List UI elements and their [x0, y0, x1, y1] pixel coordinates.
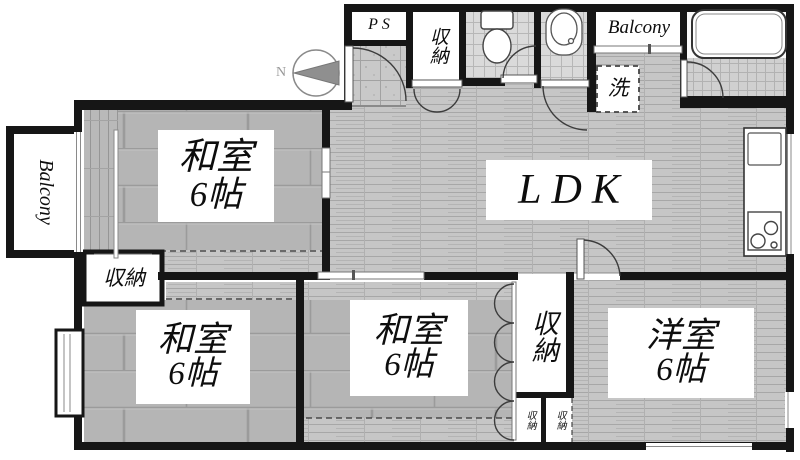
- windows-layer: [54, 44, 794, 450]
- closet-small-left-box: [516, 398, 542, 442]
- wall: [74, 100, 352, 110]
- room-name: 洋室: [645, 316, 716, 356]
- washitsu-sw-strip: [166, 282, 296, 300]
- wall: [74, 442, 794, 450]
- wall: [566, 272, 574, 398]
- ps-box: [354, 8, 408, 42]
- wall: [459, 78, 505, 86]
- wall: [424, 272, 518, 280]
- washbasin-door: [540, 79, 590, 131]
- wall: [6, 250, 78, 258]
- wall: [406, 4, 413, 88]
- closet-folding-doors: [493, 281, 517, 441]
- wall: [6, 126, 14, 258]
- wall: [587, 4, 596, 112]
- room-name: 和室: [157, 320, 228, 360]
- room-size: 6帖: [189, 175, 243, 215]
- balcony-west-box: [14, 134, 76, 250]
- toilet-icon: [480, 10, 514, 64]
- balcony-west-label: Balcony: [35, 159, 58, 225]
- window: [785, 134, 794, 254]
- wall: [322, 196, 330, 280]
- sliding-door: [321, 147, 331, 199]
- wall: [322, 100, 330, 150]
- wall: [74, 100, 82, 450]
- room-name: LDK: [518, 166, 630, 213]
- yoshitsu-door: [576, 238, 621, 280]
- room-name: 和室: [179, 137, 253, 179]
- bay-window: [54, 328, 85, 418]
- washbasin-icon: [545, 8, 583, 56]
- wall: [296, 272, 304, 444]
- room-size: 6帖: [656, 352, 706, 389]
- laundry-label: 洗: [607, 76, 629, 101]
- wall: [459, 4, 466, 86]
- closet-small-right-box: [546, 398, 572, 442]
- wall: [346, 4, 794, 12]
- bathroom-floor: [687, 56, 786, 100]
- ps-label: PS: [368, 15, 394, 33]
- closet-small-right-label: 収納: [554, 410, 566, 430]
- north-arrow-icon: [292, 49, 340, 97]
- closet-small-left-label: 収納: [524, 410, 536, 430]
- kitchen-sink-icon: [747, 132, 782, 166]
- room-label-washitsu-nw: 和室 6帖: [158, 130, 274, 222]
- room-label-washitsu-sw: 和室 6帖: [136, 310, 250, 404]
- wall: [346, 40, 410, 46]
- closet-center-box: [516, 274, 568, 394]
- closet-west-label: 収納: [103, 266, 145, 291]
- window: [74, 132, 83, 252]
- wall: [6, 126, 78, 134]
- fixtures-layer: [292, 8, 787, 257]
- washing-machine-box: [596, 65, 640, 113]
- room-size: 6帖: [384, 347, 434, 384]
- washitsu-s-strip-top: [304, 282, 514, 300]
- shoji-screen: [113, 129, 119, 259]
- room-label-yoshitsu-se: 洋室 6帖: [608, 308, 754, 398]
- sliding-door: [317, 270, 425, 280]
- entry-door: [344, 45, 407, 103]
- wall: [534, 4, 541, 88]
- closet-entry-label: 収納: [426, 27, 448, 65]
- room-label-ldk: LDK: [486, 160, 652, 220]
- stove-icon: [747, 211, 782, 251]
- wall: [620, 272, 790, 280]
- bathtub-icon: [691, 9, 787, 59]
- wall: [680, 96, 794, 108]
- north-label: N: [275, 64, 287, 80]
- room-name: 和室: [373, 311, 444, 351]
- closet-entry-doors: [411, 79, 463, 113]
- room-size: 6帖: [168, 356, 218, 393]
- wall: [680, 4, 687, 100]
- closet-center-label: 収納: [527, 309, 558, 363]
- kitchen-counter: [743, 127, 787, 257]
- washitsu-s-strip-bottom: [304, 418, 514, 442]
- room-label-washitsu-s: 和室 6帖: [350, 300, 468, 396]
- doors-layer: [344, 45, 724, 442]
- wall: [158, 272, 330, 280]
- balcony-north-box: [596, 6, 682, 48]
- wall: [516, 392, 572, 398]
- toilet-door: [500, 45, 538, 84]
- entry-floor: [352, 44, 406, 106]
- window: [785, 392, 794, 428]
- bathroom-door: [680, 59, 724, 99]
- balcony-north-label: Balcony: [607, 17, 671, 39]
- window: [646, 443, 752, 450]
- wall: [541, 398, 546, 442]
- closet-west-box: [81, 249, 165, 307]
- balcony-sill: [593, 44, 683, 54]
- closet-entry-box: [412, 6, 462, 82]
